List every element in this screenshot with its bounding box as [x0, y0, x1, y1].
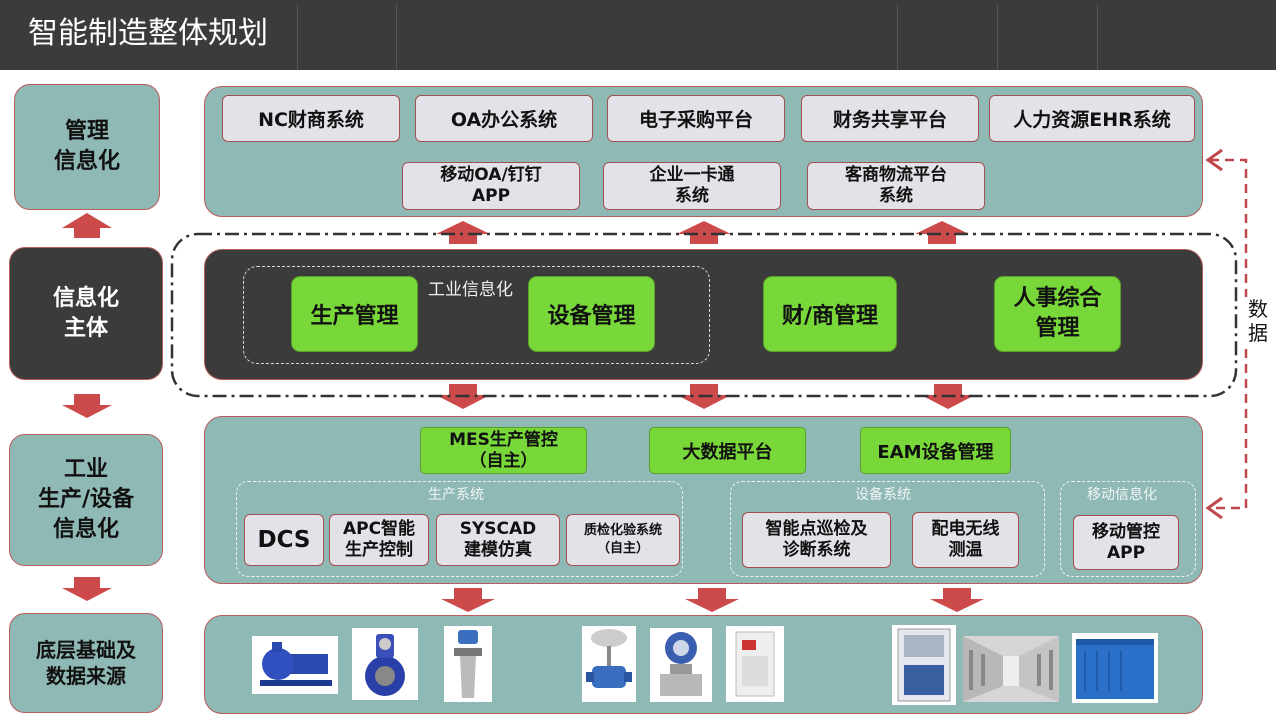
arrow-up-3 — [915, 221, 969, 244]
industrial-informatization-label: 工业信息化 — [428, 280, 513, 300]
arrow-down-4 — [441, 588, 495, 612]
data-link-label: 数 据 — [1244, 297, 1272, 345]
system-logistics-platform: 客商物流平台 系统 — [807, 162, 985, 210]
label-data-sources: 底层基础及 数据来源 — [9, 613, 163, 713]
system-enterprise-card: 企业一卡通 系统 — [603, 162, 781, 210]
core-hr-management: 人事综合 管理 — [994, 276, 1121, 352]
system-mobile-oa: 移动OA/钉钉 APP — [402, 162, 580, 210]
system-dcs: DCS — [244, 514, 324, 566]
system-smart-inspection: 智能点巡检及 诊断系统 — [742, 512, 891, 568]
mobile-informatization-group — [1060, 481, 1196, 577]
pressure-transmitter-image — [650, 628, 712, 702]
switchgear-room-image — [963, 636, 1059, 702]
air-compressor-image — [1072, 633, 1158, 703]
production-systems-group — [236, 481, 683, 577]
system-big-data-platform: 大数据平台 — [649, 427, 806, 474]
system-nc-finance: NC财商系统 — [222, 95, 400, 142]
label-industrial-informatization: 工业 生产/设备 信息化 — [9, 434, 163, 566]
arrow-down-left-2 — [62, 577, 112, 601]
industrial-informatization-group — [243, 266, 710, 364]
arrow-up-left — [62, 213, 112, 238]
data-link-line — [1210, 158, 1248, 510]
inverter-image — [726, 626, 784, 702]
arrow-down-left-1 — [62, 394, 112, 418]
label-informatization-core: 信息化 主体 — [9, 247, 163, 380]
equipment-systems-label: 设备系统 — [855, 487, 911, 503]
system-eam: EAM设备管理 — [860, 427, 1011, 474]
arrow-down-6 — [930, 588, 984, 612]
equipment-systems-group — [730, 481, 1045, 577]
arrow-up-1 — [436, 221, 490, 244]
system-e-procurement: 电子采购平台 — [607, 95, 785, 142]
core-finance-commerce-management: 财/商管理 — [763, 276, 897, 352]
system-hr-ehr: 人力资源EHR系统 — [989, 95, 1195, 142]
arrow-down-5 — [685, 588, 739, 612]
system-oa-office: OA办公系统 — [415, 95, 593, 142]
core-equipment-management: 设备管理 — [528, 276, 655, 352]
system-wireless-temperature: 配电无线 测温 — [912, 512, 1019, 568]
page-title: 智能制造整体规划 — [28, 16, 268, 51]
title-bar — [0, 0, 1276, 70]
label-management-informatization: 管理 信息化 — [14, 84, 160, 210]
system-quality-lab: 质检化验系统 （自主） — [566, 514, 680, 566]
core-frame — [170, 232, 1238, 398]
arrow-up-2 — [677, 221, 731, 244]
pump-image — [252, 636, 338, 694]
system-syscad: SYSCAD 建模仿真 — [436, 514, 560, 566]
mobile-informatization-label: 移动信息化 — [1087, 487, 1157, 503]
flowmeter-image — [352, 628, 418, 700]
system-mes: MES生产管控 （自主） — [420, 427, 587, 474]
radar-level-gauge-image — [444, 626, 492, 702]
analyzer-cabinet-image — [892, 625, 956, 705]
production-systems-label: 生产系统 — [428, 487, 484, 503]
control-valve-image — [582, 626, 636, 702]
system-mobile-control-app: 移动管控 APP — [1073, 515, 1179, 570]
core-production-management: 生产管理 — [291, 276, 418, 352]
system-finance-sharing: 财务共享平台 — [801, 95, 979, 142]
system-apc: APC智能 生产控制 — [329, 514, 429, 566]
